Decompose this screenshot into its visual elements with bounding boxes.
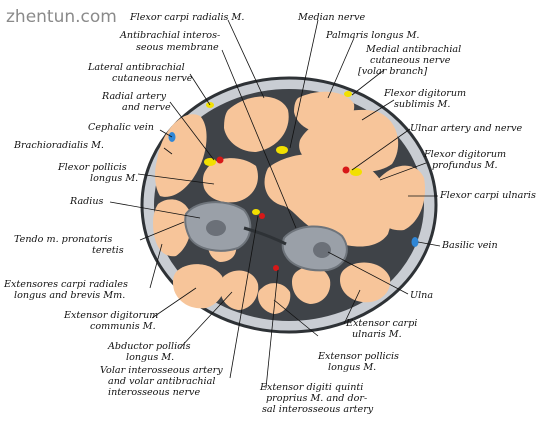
label-ulna: Ulna bbox=[410, 290, 433, 301]
label-extensores-carpi-radiales-1: Extensores carpi radiales bbox=[3, 279, 128, 290]
label-extensores-carpi-radiales-2: longus and brevis Mm. bbox=[14, 290, 125, 301]
label-flexor-pollicis-longus-1: Flexor pollicis bbox=[57, 162, 127, 173]
ulna-marrow bbox=[313, 242, 331, 258]
label-extensor-digitorum-communis-1: Extensor digitorum bbox=[63, 310, 158, 321]
label-basilic-vein: Basilic vein bbox=[441, 240, 498, 251]
label-volar-interosseous-1: Volar interosseous artery bbox=[100, 365, 223, 376]
label-cephalic-vein: Cephalic vein bbox=[88, 122, 154, 133]
volar-interosseous-artery bbox=[259, 213, 265, 219]
label-radius: Radius bbox=[69, 196, 104, 207]
radius-marrow bbox=[206, 220, 226, 236]
ulnar-nerve bbox=[350, 168, 362, 176]
leader-lines bbox=[109, 19, 441, 389]
label-median-nerve: Median nerve bbox=[297, 12, 366, 23]
basilic-vein bbox=[411, 237, 419, 247]
dorsal-interosseous-artery bbox=[273, 265, 279, 271]
label-tendo-pronator-teres-1: Tendo m. pronatoris bbox=[14, 234, 112, 245]
label-antibrachial-interosseous-membrane-2: seous membrane bbox=[136, 42, 219, 53]
label-radial-artery-nerve-1: Radial artery bbox=[101, 91, 167, 102]
label-flexor-carpi-radialis: Flexor carpi radialis M. bbox=[129, 12, 244, 23]
label-medial-antibrachial-cutaneous-2: cutaneous nerve bbox=[370, 55, 451, 66]
medial-antibrachial-cutaneous-nerve bbox=[344, 91, 352, 97]
radial-nerve bbox=[204, 158, 216, 166]
label-palmaris-longus: Palmaris longus M. bbox=[325, 30, 419, 41]
label-antibrachial-interosseous-membrane-1: Antibrachial interos- bbox=[119, 30, 220, 41]
label-extensor-pollicis-longus-1: Extensor pollicis bbox=[317, 351, 399, 362]
label-flexor-digitorum-profundus-2: profundus M. bbox=[432, 160, 498, 171]
label-medial-antibrachial-cutaneous-3: [volar branch] bbox=[358, 66, 428, 77]
label-flexor-digitorum-profundus-1: Flexor digitorum bbox=[423, 149, 506, 160]
cross-section bbox=[140, 76, 438, 334]
label-lateral-antibrachial-cutaneous-1: Lateral antibrachial bbox=[87, 62, 185, 73]
label-flexor-digitorum-sublimis-2: sublimis M. bbox=[394, 99, 450, 110]
label-abductor-pollicis-longus-2: longus M. bbox=[126, 352, 174, 363]
extensor-digitorum-communis-muscle bbox=[172, 264, 225, 309]
label-extensor-pollicis-longus-2: longus M. bbox=[328, 362, 376, 373]
flexor-digitorum-profundus-muscle bbox=[264, 153, 392, 247]
extensor-carpi-radialis-muscle bbox=[153, 199, 192, 257]
label-tendo-pronator-teres-2: teretis bbox=[92, 245, 124, 256]
volar-interosseous-nerve bbox=[252, 209, 260, 215]
flexor-carpi-radialis-muscle bbox=[224, 96, 289, 152]
label-radial-artery-nerve-2: and nerve bbox=[122, 102, 171, 113]
extensor-carpi-ulnaris-muscle bbox=[340, 262, 391, 303]
label-abductor-pollicis-longus-1: Abductor pollicis bbox=[107, 341, 191, 352]
label-volar-interosseous-3: interosseous nerve bbox=[108, 387, 200, 398]
watermark: zhentun.com bbox=[6, 7, 117, 27]
flexor-pollicis-longus-muscle bbox=[202, 158, 258, 203]
label-extensor-digiti-quinti-1: Extensor digiti quinti bbox=[259, 382, 363, 393]
median-nerve bbox=[276, 146, 288, 154]
label-flexor-carpi-ulnaris: Flexor carpi ulnaris bbox=[439, 190, 536, 201]
label-volar-interosseous-2: and volar antibrachial bbox=[108, 376, 215, 387]
ulnar-artery bbox=[342, 166, 350, 174]
label-ulnar-artery-nerve: Ulnar artery and nerve bbox=[410, 123, 523, 134]
label-brachioradialis: Brachioradialis M. bbox=[13, 140, 104, 151]
extensor-digiti-quinti-muscle bbox=[292, 266, 331, 304]
abductor-pollicis-longus-muscle bbox=[220, 270, 259, 310]
label-flexor-pollicis-longus-2: longus M. bbox=[90, 173, 138, 184]
labels: Flexor carpi radialis M. Antibrachial in… bbox=[3, 12, 536, 415]
label-extensor-carpi-ulnaris-1: Extensor carpi bbox=[345, 318, 417, 329]
interosseous-membrane bbox=[243, 226, 287, 246]
label-medial-antibrachial-cutaneous-1: Medial antibrachial bbox=[365, 44, 461, 55]
label-extensor-carpi-ulnaris-2: ulnaris M. bbox=[352, 329, 402, 340]
label-flexor-digitorum-sublimis-1: Flexor digitorum bbox=[383, 88, 466, 99]
radial-artery bbox=[216, 156, 224, 164]
label-extensor-digiti-quinti-2: proprius M. and dor- bbox=[266, 393, 367, 404]
label-extensor-digitorum-communis-2: communis M. bbox=[90, 321, 156, 332]
label-extensor-digiti-quinti-3: sal interosseous artery bbox=[262, 404, 374, 415]
label-lateral-antibrachial-cutaneous-2: cutaneous nerve bbox=[112, 73, 193, 84]
